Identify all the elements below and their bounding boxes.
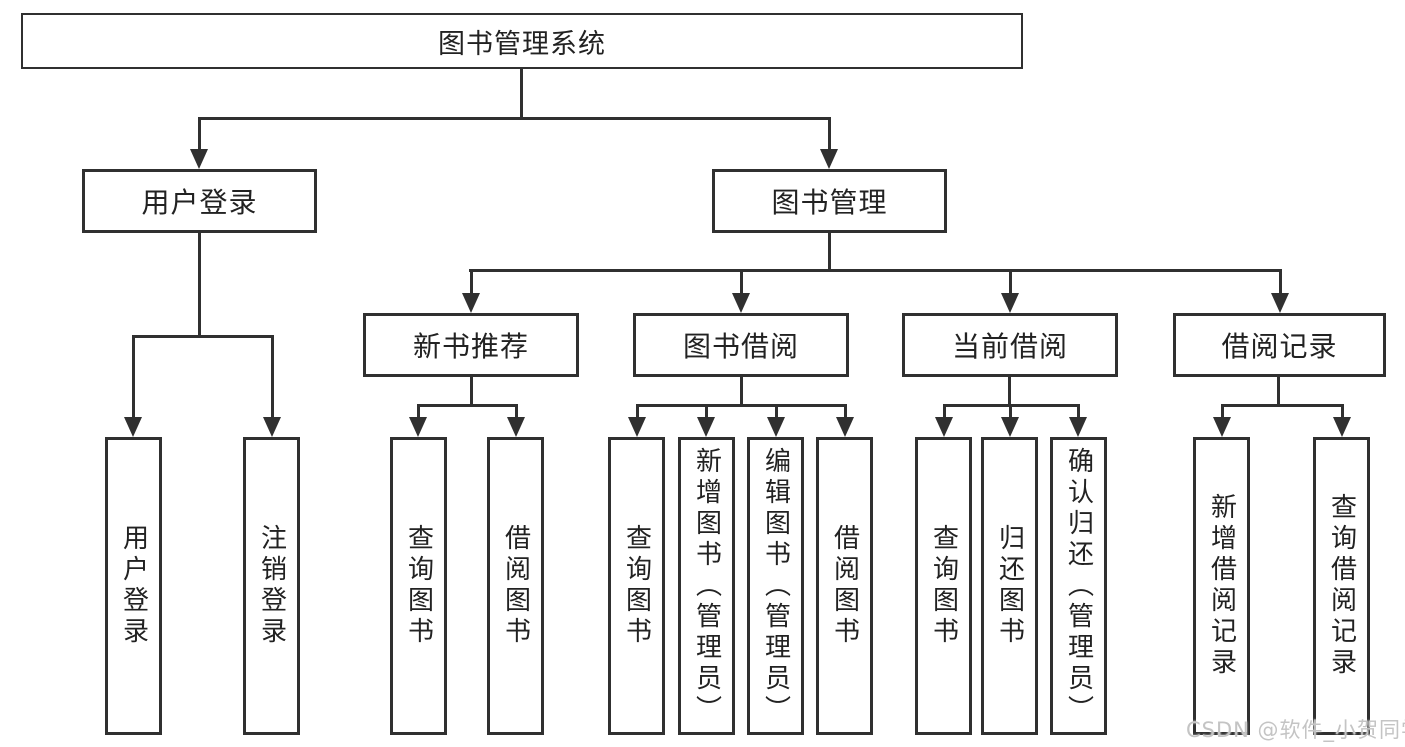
connector-stem-level3 xyxy=(1279,269,1282,296)
connector-stem-leaf xyxy=(1221,404,1224,420)
node-borrow-records: 借阅记录 xyxy=(1173,313,1386,377)
leaf-return-book: 归还图书 xyxy=(981,437,1038,735)
connector-stem-user xyxy=(198,117,201,152)
node-current-borrow-label: 当前借阅 xyxy=(951,330,1068,363)
leaf-add-borrow-record: 新增借阅记录 xyxy=(1193,437,1250,735)
connector-book-down xyxy=(828,233,831,272)
arrowhead-book xyxy=(820,149,838,169)
leaf-add-book-admin: 新增图书（管理员） xyxy=(678,437,735,735)
arrowhead-leaf xyxy=(697,417,715,437)
connector-split-level3 xyxy=(469,269,1282,272)
connector-split-groupB xyxy=(636,404,847,407)
node-new-book-recommend: 新书推荐 xyxy=(363,313,579,377)
leaf-confirm-return-admin: 确认归还（管理员） xyxy=(1050,437,1107,735)
connector-stem-leaf xyxy=(705,404,708,420)
node-book-mgmt: 图书管理 xyxy=(712,169,947,233)
connector-groupD-down xyxy=(1277,377,1280,407)
leaf-edit-book-admin: 编辑图书（管理员） xyxy=(747,437,804,735)
connector-stem-leaf xyxy=(1077,404,1080,420)
leaf-label: 新增借阅记录 xyxy=(1206,493,1237,679)
arrowhead-level3 xyxy=(462,293,480,313)
arrowhead-leaf xyxy=(1069,417,1087,437)
arrowhead-leaf xyxy=(628,417,646,437)
connector-groupA-down xyxy=(470,377,473,407)
leaf-label: 确认归还（管理员） xyxy=(1063,446,1094,726)
node-borrow-records-label: 借阅记录 xyxy=(1221,330,1338,363)
leaf-label: 新增图书（管理员） xyxy=(691,446,722,726)
arrowhead-leaf xyxy=(507,417,525,437)
arrowhead-leaf xyxy=(836,417,854,437)
node-current-borrow: 当前借阅 xyxy=(902,313,1118,377)
connector-split-groupA xyxy=(417,404,518,407)
leaf-label: 用户登录 xyxy=(118,524,149,648)
leaf-label: 查询图书 xyxy=(403,524,434,648)
leaf-user-login: 用户登录 xyxy=(105,437,162,735)
connector-stem-leaf xyxy=(844,404,847,420)
connector-groupC-down xyxy=(1008,377,1011,407)
node-root-label: 图书管理系统 xyxy=(438,28,606,60)
arrowhead-level3 xyxy=(1271,293,1289,313)
node-new-book-recommend-label: 新书推荐 xyxy=(412,330,529,363)
arrowhead-level3 xyxy=(1001,293,1019,313)
leaf-borrow-books-recommend: 借阅图书 xyxy=(487,437,544,735)
connector-stem-book xyxy=(828,117,831,152)
arrowhead-leaf xyxy=(767,417,785,437)
arrowhead-leaf xyxy=(263,417,281,437)
leaf-label: 查询借阅记录 xyxy=(1326,493,1357,679)
leaf-label: 注销登录 xyxy=(256,524,287,648)
arrowhead-level3 xyxy=(732,293,750,313)
arrowhead-leaf xyxy=(409,417,427,437)
leaf-query-books-current: 查询图书 xyxy=(915,437,972,735)
node-user-login: 用户登录 xyxy=(82,169,317,233)
connector-user-down xyxy=(198,233,201,338)
leaf-logout: 注销登录 xyxy=(243,437,300,735)
connector-stem-level3 xyxy=(470,269,473,296)
connector-root-stem xyxy=(520,69,523,119)
leaf-label: 归还图书 xyxy=(994,524,1025,648)
arrowhead-leaf xyxy=(1213,417,1231,437)
leaf-borrow-books-borrow: 借阅图书 xyxy=(816,437,873,735)
arrowhead-leaf xyxy=(1001,417,1019,437)
connector-stem-leaf xyxy=(271,335,274,420)
connector-stem-leaf xyxy=(1009,404,1012,420)
leaf-query-borrow-record: 查询借阅记录 xyxy=(1313,437,1370,735)
arrowhead-leaf xyxy=(124,417,142,437)
connector-stem-leaf xyxy=(775,404,778,420)
connector-split-level2 xyxy=(198,117,831,120)
connector-stem-level3 xyxy=(740,269,743,296)
leaf-query-books-recommend: 查询图书 xyxy=(390,437,447,735)
node-book-borrow-label: 图书借阅 xyxy=(682,330,799,363)
connector-stem-leaf xyxy=(1341,404,1344,420)
node-user-login-label: 用户登录 xyxy=(141,186,258,219)
leaf-query-books-borrow: 查询图书 xyxy=(608,437,665,735)
leaf-label: 编辑图书（管理员） xyxy=(760,446,791,726)
node-root: 图书管理系统 xyxy=(21,13,1023,69)
connector-stem-leaf xyxy=(132,335,135,420)
arrowhead-user xyxy=(190,149,208,169)
connector-stem-leaf xyxy=(636,404,639,420)
node-book-borrow: 图书借阅 xyxy=(633,313,849,377)
arrowhead-leaf xyxy=(935,417,953,437)
watermark: CSDN @软件_小贺同学 xyxy=(1186,718,1405,742)
leaf-label: 借阅图书 xyxy=(500,524,531,648)
connector-stem-level3 xyxy=(1009,269,1012,296)
connector-split-groupD xyxy=(1221,404,1344,407)
connector-stem-leaf xyxy=(417,404,420,420)
connector-split-user xyxy=(132,335,274,338)
connector-stem-leaf xyxy=(943,404,946,420)
connector-groupB-down xyxy=(740,377,743,407)
connector-stem-leaf xyxy=(515,404,518,420)
arrowhead-leaf xyxy=(1333,417,1351,437)
leaf-label: 借阅图书 xyxy=(829,524,860,648)
node-book-mgmt-label: 图书管理 xyxy=(771,186,888,219)
leaf-label: 查询图书 xyxy=(621,524,652,648)
leaf-label: 查询图书 xyxy=(928,524,959,648)
